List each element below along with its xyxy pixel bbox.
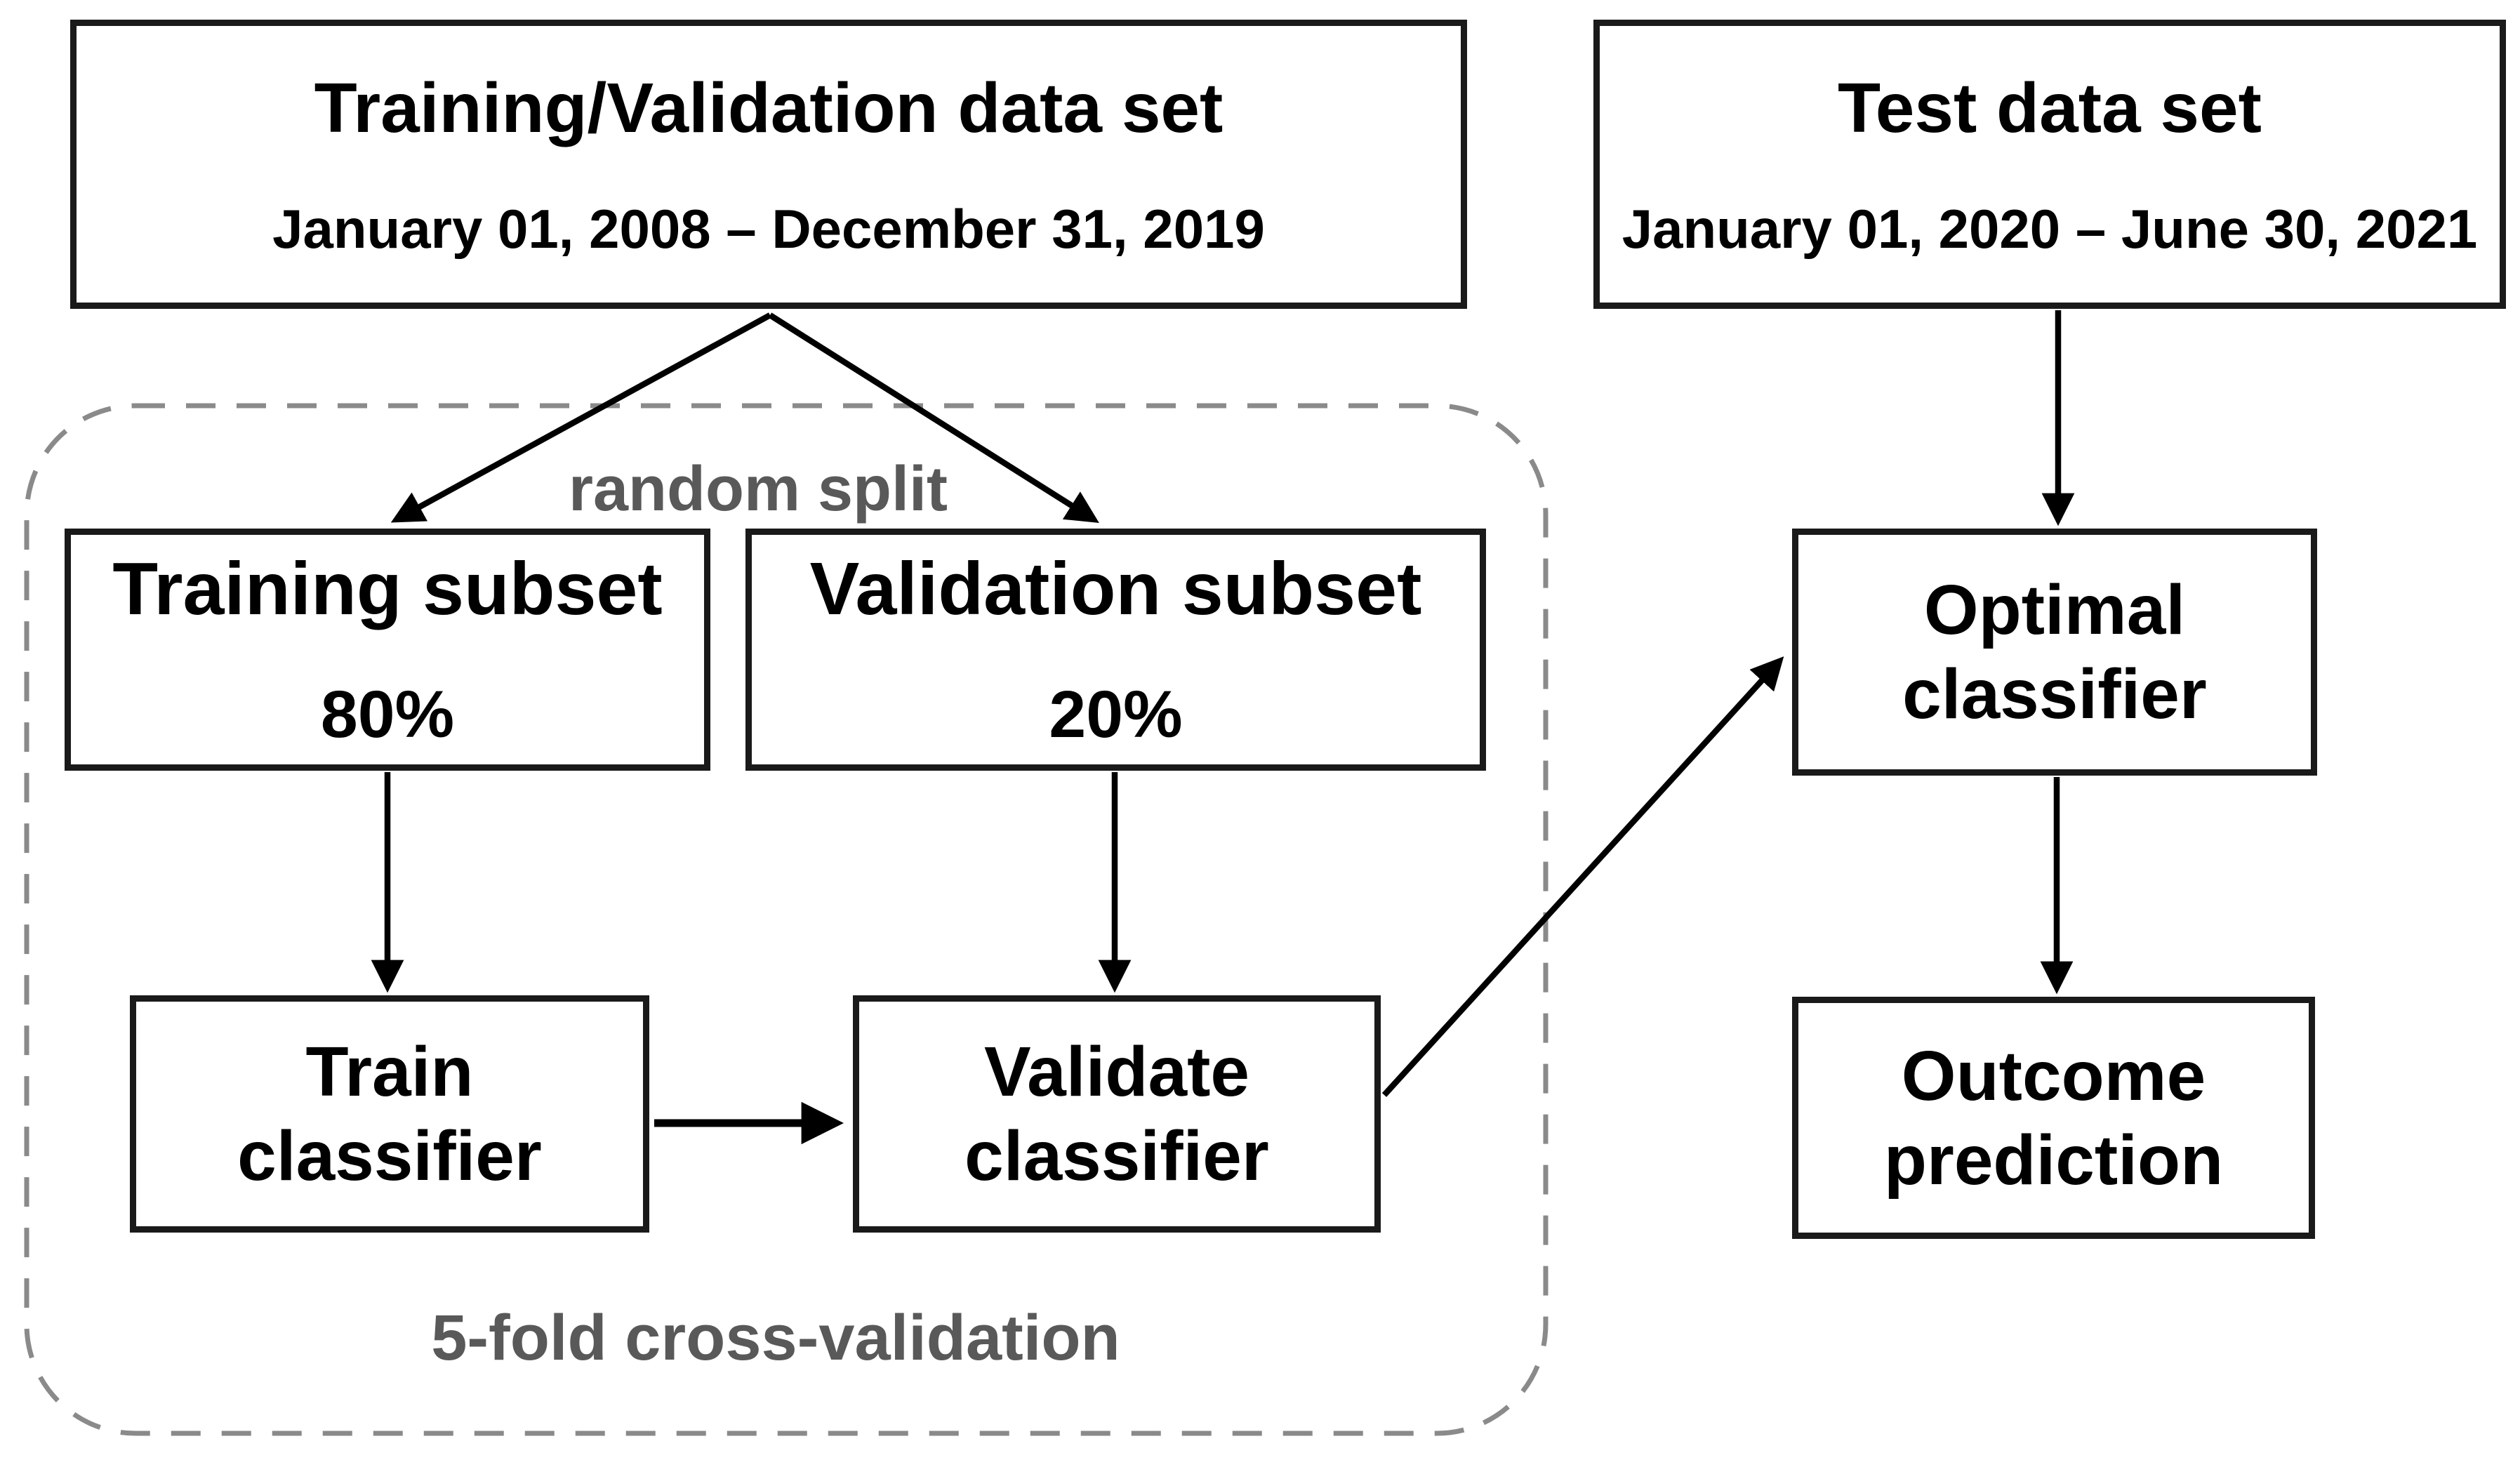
outcome-prediction-box: Outcome prediction [1792,997,2315,1239]
test-dataset-title: Test data set [1838,68,2262,147]
train-classifier-title: Train classifier [237,1033,542,1195]
train-classifier-box: Train classifier [130,995,649,1233]
validation-subset-title: Validation subset [809,547,1422,630]
random-split-label: random split [568,454,948,524]
validate-classifier-title: Validate classifier [964,1033,1269,1195]
training-subset-title: Training subset [112,547,663,630]
test-dataset-period: January 01, 2020 – June 30, 2021 [1622,197,2478,260]
outcome-prediction-title: Outcome prediction [1883,1036,2224,1200]
training-validation-dataset-title: Training/Validation data set [314,68,1223,147]
validation-subset-box: Validation subset 20% [745,529,1486,771]
training-validation-dataset-box: Training/Validation data set January 01,… [70,20,1467,309]
training-subset-share: 80% [320,677,455,752]
optimal-classifier-box: Optimal classifier [1792,529,2317,776]
validate-classifier-box: Validate classifier [853,995,1381,1233]
validation-subset-share: 20% [1049,677,1183,752]
training-validation-dataset-period: January 01, 2008 – December 31, 2019 [272,197,1265,260]
cross-validation-label: 5-fold cross-validation [431,1302,1120,1374]
optimal-classifier-title: Optimal classifier [1902,571,2207,734]
test-dataset-box: Test data set January 01, 2020 – June 30… [1593,20,2506,309]
training-subset-box: Training subset 80% [65,529,710,771]
